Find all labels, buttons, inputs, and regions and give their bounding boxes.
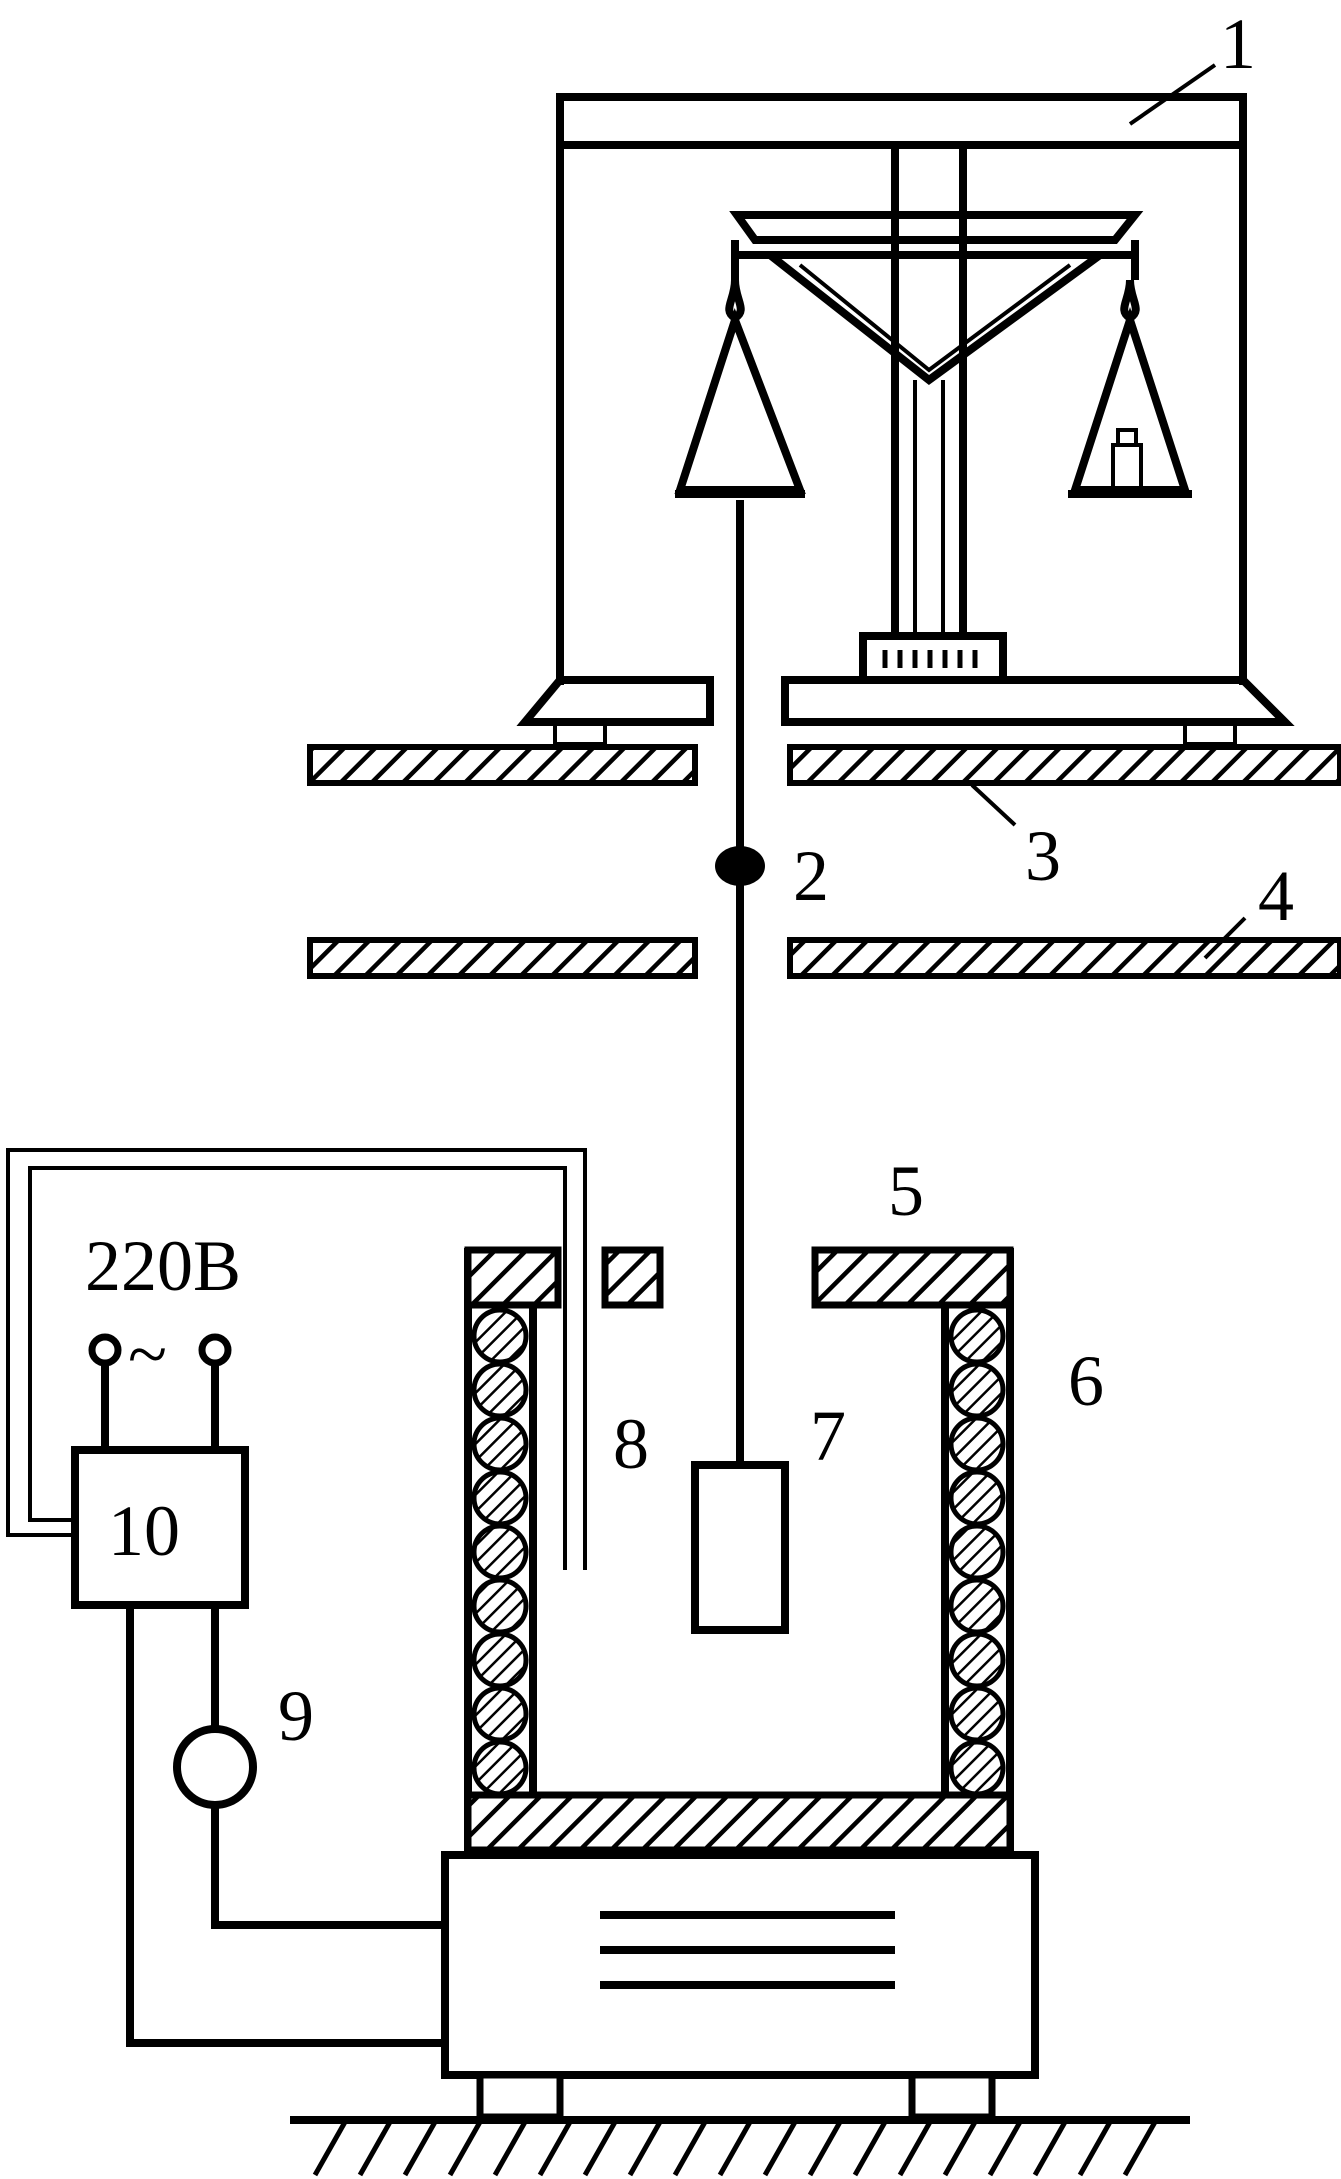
- leader-4: [1203, 916, 1247, 960]
- heating-coil-right: [948, 1307, 1006, 1797]
- furnace: [464, 1246, 1014, 1855]
- label-9: 9: [278, 1676, 314, 1756]
- power-terminal-left: [88, 1333, 122, 1367]
- label-4: 4: [1258, 856, 1294, 936]
- controller-box: [71, 1446, 249, 1609]
- balance-base-plate: [781, 676, 1295, 726]
- voltage-label: 220B: [85, 1226, 241, 1306]
- heating-coil-left: [471, 1307, 529, 1797]
- sample-crucible: [691, 1461, 789, 1634]
- balance-beam: [729, 211, 1144, 244]
- wire-controller-to-transformer-outer: [126, 1605, 445, 2047]
- furnace-bottom: [464, 1791, 1014, 1854]
- balance-cabinet: [516, 93, 1295, 746]
- label-5: 5: [888, 1151, 924, 1231]
- power-terminals: [88, 1333, 232, 1450]
- label-7: 7: [810, 1396, 846, 1476]
- power-terminal-right: [198, 1333, 232, 1367]
- furnace-lid-left: [464, 1246, 562, 1309]
- leader-1: [1128, 63, 1217, 126]
- transformer-foot-right: [908, 2071, 996, 2121]
- label-8: 8: [613, 1404, 649, 1484]
- furnace-lid-middle: [601, 1246, 664, 1309]
- leader-3: [970, 783, 1017, 827]
- thermocouple: [6, 1148, 587, 1570]
- weight-icon: [1111, 443, 1143, 492]
- right-pan: [1069, 307, 1191, 494]
- furnace-lid-right: [811, 1246, 1014, 1309]
- label-6: 6: [1068, 1341, 1104, 1421]
- lower-support-plate: [307, 937, 1341, 979]
- left-pan: [674, 307, 806, 494]
- label-2: 2: [793, 836, 829, 916]
- suspension-joint: [715, 846, 765, 886]
- transformer: [441, 1851, 1039, 2121]
- meter-icon: [173, 1725, 257, 1809]
- balance-top-bar: [556, 93, 1247, 149]
- balance-left-foot: [516, 676, 714, 726]
- label-10: 10: [108, 1491, 180, 1571]
- ground-symbol: [290, 2116, 1190, 2177]
- ac-symbol: ~: [128, 1314, 167, 1394]
- label-3: 3: [1025, 816, 1061, 896]
- label-1: 1: [1220, 4, 1256, 84]
- upper-support-plate: [307, 744, 1341, 786]
- transformer-foot-left: [476, 2071, 564, 2121]
